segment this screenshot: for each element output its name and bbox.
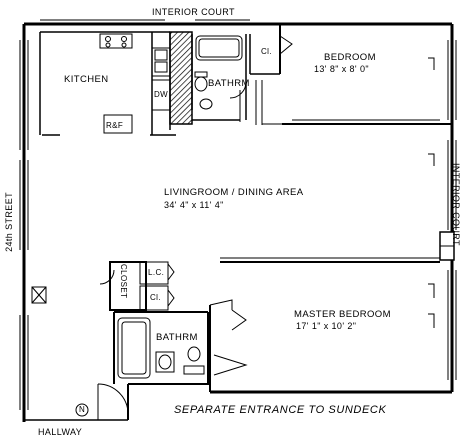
refrigerator-label: R&F: [106, 121, 124, 130]
bathroom-top: [191, 34, 247, 122]
bathroom-top-label: BATHRM: [208, 78, 250, 89]
hallway-label: HALLWAY: [38, 427, 83, 437]
bedroom-size: 13' 8" x 8' 0": [314, 64, 369, 74]
closet-top-label: Cl.: [261, 47, 272, 56]
shaft-hatch: [169, 31, 193, 125]
linen-closet-label: L.C.: [148, 268, 165, 277]
top-court-label: INTERIOR COURT: [152, 7, 235, 17]
court-windows: [439, 40, 457, 380]
elevator-box: [31, 286, 47, 304]
bedroom-walls: [262, 24, 452, 166]
living-label: LIVINGROOM / DINING AREA: [164, 187, 304, 198]
street-label: 24th STREET: [4, 192, 14, 252]
bathroom-bottom-label: BATHRM: [156, 332, 198, 343]
exterior-walls: [22, 22, 454, 422]
compass-icon: [75, 403, 89, 417]
closet-mid-label: CLOSET: [119, 264, 128, 299]
sundeck-note: SEPARATE ENTRANCE TO SUNDECK: [174, 404, 387, 416]
kitchen-label: KITCHEN: [64, 74, 109, 85]
dishwasher-label: DW: [154, 90, 169, 99]
living-size: 34' 4" x 11' 4": [164, 200, 224, 210]
street-windows: [19, 40, 29, 410]
right-court-label: INTERIOR COURT: [451, 163, 461, 246]
closet-mid-cl-label: Cl.: [150, 293, 161, 302]
master-bedroom-size: 17' 1" x 10' 2": [296, 321, 357, 331]
bedroom-label: BEDROOM: [324, 52, 376, 63]
compass-letter: N: [79, 405, 86, 414]
master-bedroom-label: MASTER BEDROOM: [294, 309, 391, 320]
entry-door: [97, 383, 129, 420]
closet-bath-lower: [99, 261, 209, 384]
master-bedroom-walls: [209, 257, 440, 392]
